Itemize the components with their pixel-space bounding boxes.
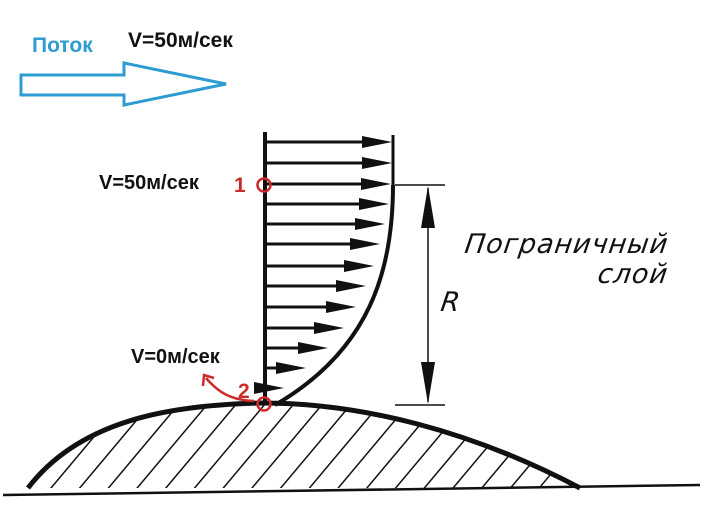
velocity-arrowhead-icon [350,238,380,250]
velocity-arrowhead-icon [336,280,366,292]
ground-line [2,483,701,497]
velocity-arrowhead-icon [298,342,328,354]
point-2-number: 2 [238,380,250,403]
point-2-velocity-label: V=0м/сек [131,346,220,368]
velocity-arrowhead-icon [254,382,284,394]
surface-body [2,400,701,497]
velocity-arrowhead-icon [359,198,389,210]
velocity-arrowhead-icon [344,260,374,272]
point-2-marker [256,396,272,412]
boundary-layer-label-line2: слой [595,259,671,290]
velocity-arrowhead-icon [361,178,391,190]
point-1-marker [256,177,272,193]
velocity-arrowhead-icon [362,157,392,169]
flow-velocity-label: V=50м/сек [128,29,233,52]
arrow-up-icon [421,186,435,228]
point-2-pointer-arrow [205,377,255,403]
thickness-dimension [395,184,445,406]
velocity-arrowhead-icon [355,218,385,230]
arrow-down-icon [421,362,435,404]
velocity-profile-curve [273,184,395,407]
flow-arrow-icon [19,61,227,107]
velocity-arrowhead-icon [362,136,392,148]
flow-label: Поток [32,34,93,57]
velocity-arrowhead-icon [276,362,306,374]
velocity-arrowhead-icon [314,322,344,334]
velocity-arrows [254,136,392,394]
boundary-layer-label-line1: Пограничный [462,229,671,260]
point-1-velocity-label: V=50м/сек [99,172,199,194]
point-1-number: 1 [234,174,246,197]
velocity-arrowhead-icon [326,301,356,313]
